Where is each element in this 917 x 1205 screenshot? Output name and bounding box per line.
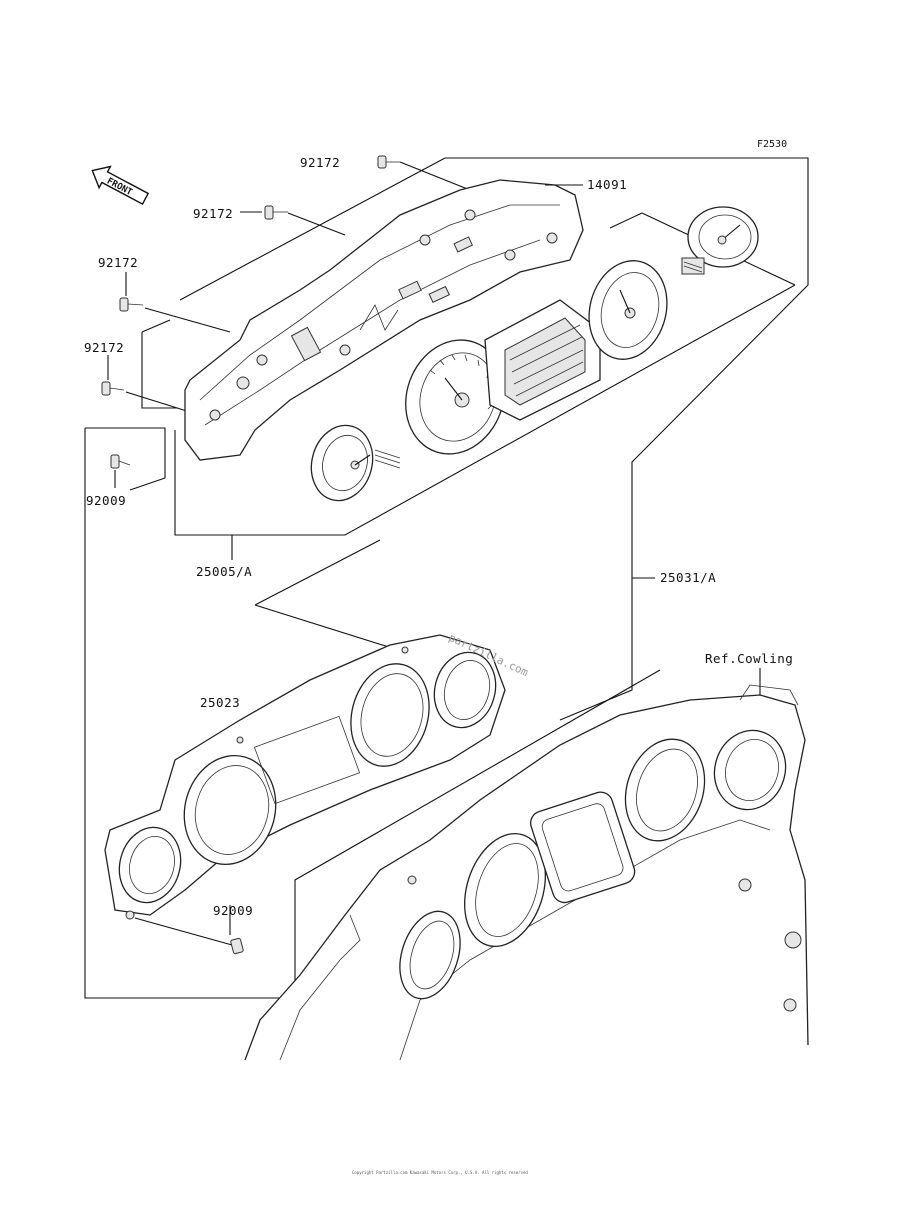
cowling-reference	[244, 668, 809, 1061]
rear-case-14091	[184, 179, 584, 461]
label-ref-cowling: Ref.Cowling	[705, 651, 793, 666]
tachometer-dial	[588, 260, 668, 360]
front-arrow-icon: FRONT	[91, 165, 150, 206]
small-gauge-bottom	[310, 424, 401, 502]
label-14091: 14091	[587, 177, 627, 192]
bezel-25023	[104, 634, 506, 920]
label-screw-left2: 92172	[84, 340, 124, 355]
lcd-panel	[484, 299, 601, 421]
label-screw-top: 92172	[300, 155, 340, 170]
figure-code: F2530	[757, 139, 787, 150]
screw-92172-left1	[119, 272, 231, 333]
speedometer-dial	[405, 339, 505, 455]
screw-92172-upper	[240, 205, 346, 236]
footer-copyright: Copyright Partzilla.com Kawasaki Motors …	[352, 1170, 528, 1175]
screw-92172-top	[377, 155, 471, 191]
screw-92009-bottom	[134, 905, 244, 955]
label-screw-bottom: 92009	[213, 903, 253, 918]
label-25023: 25023	[200, 695, 240, 710]
label-25031a: 25031/A	[660, 570, 716, 585]
label-screw-left1: 92172	[98, 255, 138, 270]
screw-92172-left2	[101, 355, 191, 413]
label-screw-upper: 92172	[193, 206, 233, 221]
screw-92009-lower	[110, 454, 131, 488]
small-gauge-top	[681, 206, 759, 275]
label-screw-lower: 92009	[86, 493, 126, 508]
label-25005a: 25005/A	[196, 564, 252, 579]
